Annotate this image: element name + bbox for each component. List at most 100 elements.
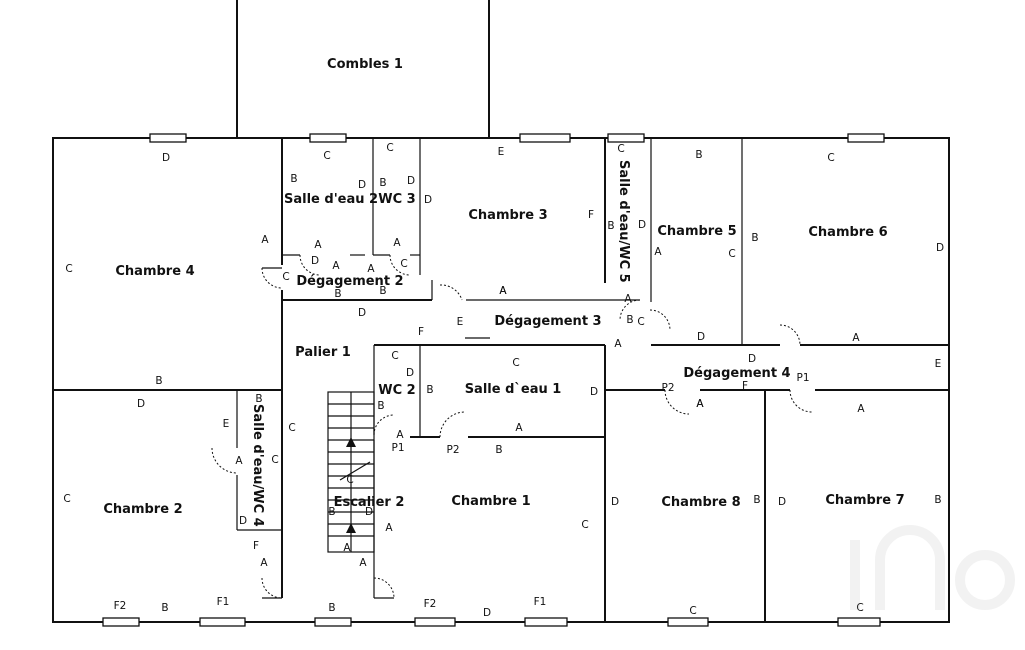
wall-label: C [581, 519, 588, 531]
wall-labels: D C A B C B D A C B D A E D F A C B D A … [63, 142, 944, 619]
room-degagement-3: Dégagement 3 [494, 314, 601, 329]
wall-label: A [515, 422, 523, 434]
doors [211, 254, 813, 599]
wall-label: A [624, 293, 632, 305]
wall-label: B [626, 314, 633, 326]
room-palier-1: Palier 1 [295, 345, 351, 360]
door-label: P2 [446, 444, 459, 456]
wall-label: A [359, 557, 367, 569]
wall-label: A [857, 403, 865, 415]
wall-label: C [63, 493, 70, 505]
wall-label: D [483, 607, 491, 619]
wall-label: B [495, 444, 502, 456]
wall-label: C [282, 271, 289, 283]
room-combles-1: Combles 1 [327, 57, 403, 72]
window-label: F1 [217, 596, 230, 608]
wall-label: B [695, 149, 702, 161]
wall-label: A [261, 234, 269, 246]
room-chambre-5: Chambre 5 [657, 224, 736, 239]
wall-label: A [367, 263, 375, 275]
wall-label: B [379, 285, 386, 297]
wall-label: F [253, 540, 259, 552]
wall-label: D [358, 179, 366, 191]
room-salle-eau-wc-4: Salle d'eau/WC 4 [250, 404, 265, 527]
wall-label: A [499, 285, 507, 297]
wall-label: E [935, 358, 942, 370]
wall-label: A [499, 285, 507, 297]
wall-label: A [852, 332, 860, 344]
room-salle-eau-2: Salle d'eau 2 [284, 192, 378, 207]
room-wc-3: WC 3 [378, 192, 415, 207]
wall-label: A [654, 246, 662, 258]
wall-label: B [751, 232, 758, 244]
wall-label: C [689, 605, 696, 617]
wall-label: C [288, 422, 295, 434]
door-label: P2 [661, 382, 674, 394]
wall-label: C [728, 248, 735, 260]
wall-label: A [396, 429, 404, 441]
wall-label: A [696, 398, 704, 410]
walls [52, 0, 950, 623]
room-chambre-8: Chambre 8 [661, 495, 740, 510]
room-chambre-4: Chambre 4 [115, 264, 194, 279]
wall-label: B [934, 494, 941, 506]
wall-label: D [697, 331, 705, 343]
wall-label: D [358, 307, 366, 319]
wall-label: B [290, 173, 297, 185]
room-degagement-4: Dégagement 4 [683, 366, 790, 381]
wall-label: D [638, 219, 646, 231]
wall-label: A [385, 522, 393, 534]
wall-label: B [161, 602, 168, 614]
wall-label: C [637, 316, 644, 328]
wall-label: D [239, 515, 247, 527]
room-labels: Combles 1 Chambre 4 Salle d'eau 2 WC 3 C… [103, 57, 904, 527]
wall-label: C [323, 150, 330, 162]
wall-label: C [346, 474, 353, 486]
room-chambre-2: Chambre 2 [103, 502, 182, 517]
wall-label: D [137, 398, 145, 410]
room-chambre-1: Chambre 1 [451, 494, 530, 509]
wall-label: A [260, 557, 268, 569]
wall-label: A [343, 542, 351, 554]
wall-label: D [590, 386, 598, 398]
watermark-logo [850, 525, 1015, 610]
wall-label: F [588, 209, 594, 221]
window-label: F2 [114, 600, 127, 612]
room-degagement-2: Dégagement 2 [296, 274, 403, 289]
wall-label: A [696, 398, 704, 410]
room-wc-2: WC 2 [378, 383, 415, 398]
wall-label: D [162, 152, 170, 164]
room-salle-eau-wc-5: Salle d'eau/WC 5 [616, 160, 631, 283]
wall-label: D [936, 242, 944, 254]
windows [102, 133, 885, 627]
wall-label: D [311, 255, 319, 267]
wall-label: E [457, 316, 464, 328]
wall-label: B [328, 602, 335, 614]
room-salle-eau-1: Salle d`eau 1 [465, 382, 562, 397]
wall-label: A [393, 237, 401, 249]
wall-label: B [328, 506, 335, 518]
wall-label: C [65, 263, 72, 275]
room-escalier-2: Escalier 2 [334, 495, 405, 510]
wall-label: B [255, 393, 262, 405]
wall-label: B [753, 494, 760, 506]
wall-label: B [607, 220, 614, 232]
wall-label: D [365, 506, 373, 518]
wall-label: A [332, 260, 340, 272]
wall-label: B [426, 384, 433, 396]
wall-label: C [271, 454, 278, 466]
room-chambre-3: Chambre 3 [468, 208, 547, 223]
wall-label: B [334, 288, 341, 300]
wall-label: D [424, 194, 432, 206]
wall-label: C [827, 152, 834, 164]
wall-label: E [498, 146, 505, 158]
wall-label: C [386, 142, 393, 154]
wall-label: B [155, 375, 162, 387]
wall-label: C [617, 143, 624, 155]
wall-label: D [748, 353, 756, 365]
room-chambre-6: Chambre 6 [808, 225, 887, 240]
wall-label: F [418, 326, 424, 338]
window-label: F2 [424, 598, 437, 610]
wall-label: C [391, 350, 398, 362]
